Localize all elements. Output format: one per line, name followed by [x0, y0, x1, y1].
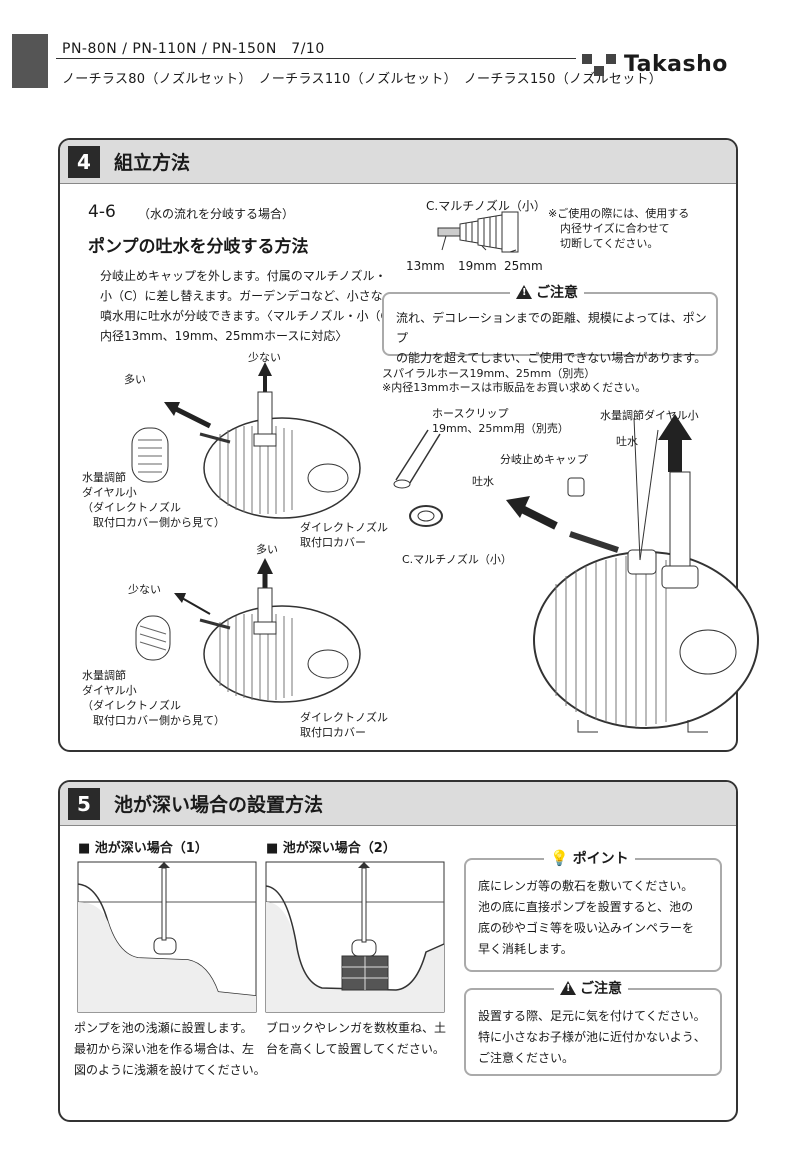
caution-box-assembly: ご注意 流れ、デコレーションまでの距離、規模によっては、ポンプ の能力を超えてし…	[382, 282, 718, 365]
cover-label-2: ダイレクトノズル 取付口カバー	[300, 711, 388, 739]
model-numbers: PN-80N / PN-110N / PN-150N 7/10	[62, 41, 325, 57]
point-text: 底にレンガ等の敷石を敷いてください。 池の底に直接ポンプを設置すると、池の 底の…	[478, 879, 695, 956]
case1-title: ■ 池が深い場合（1）	[78, 841, 208, 856]
subsection-id: 4-6	[88, 202, 116, 222]
branch-cap-label: 分岐止めキャップ	[500, 453, 588, 466]
case2-text: ブロックやレンガを数枚重ね、土 台を高くして設置してください。	[266, 1021, 447, 1056]
section-number: 5	[68, 788, 100, 820]
size-19: 19mm	[458, 259, 497, 273]
brand-logo: Takasho	[582, 52, 728, 77]
size-25: 25mm	[504, 259, 543, 273]
point-title: ポイント	[572, 851, 629, 867]
flow-more-label-2: 多い	[256, 543, 278, 556]
caution-title: ご注意	[536, 285, 578, 301]
pond-diagram-2	[265, 861, 445, 1013]
header-marker-block	[12, 34, 48, 88]
section-assembly: 4 組立方法 4-6 （水の流れを分岐する場合） ポンプの吐水を分岐する方法 分…	[58, 138, 759, 752]
spiral-hose-label: スパイラルホース19mm、25mm（別売）	[382, 367, 596, 380]
case2-title: ■ 池が深い場合（2）	[266, 841, 396, 856]
multi-nozzle-callout: C.マルチノズル（小）	[402, 553, 512, 566]
product-names: ノーチラス80（ノズルセット） ノーチラス110（ノズルセット） ノーチラス15…	[62, 72, 663, 87]
caution-text: 設置する際、足元に気を付けてください。 特に小さなお子様が池に近付かないよう、 …	[478, 1009, 706, 1065]
subsection-title: ポンプの吐水を分岐する方法	[88, 237, 309, 257]
size-13: 13mm	[406, 259, 445, 273]
flow-more-label: 多い	[124, 373, 146, 386]
dial-label: 水量調節 ダイヤル小 （ダイレクトノズル 取付口カバー側から見て）	[82, 471, 225, 529]
hose-clip-label: ホースクリップ 19mm、25mm用（別売）	[432, 407, 569, 435]
pump-diagram-lower	[135, 558, 361, 703]
section-header: 4 組立方法	[60, 140, 736, 184]
outflow-label-side: 吐水	[472, 475, 494, 488]
caution-box-deep-pond: ご注意 設置する際、足元に気を付けてください。 特に小さなお子様が池に近付かない…	[464, 978, 722, 1076]
section-title: 組立方法	[114, 152, 191, 174]
case1-text: ポンプを池の浅瀬に設置します。 最初から深い池を作る場合は、左 図のように浅瀬を…	[74, 1021, 266, 1077]
multi-nozzle-diagram	[437, 211, 519, 253]
subsection-note: （水の流れを分岐する場合）	[138, 207, 295, 221]
nozzle-label: C.マルチノズル（小）	[426, 199, 546, 213]
dial-label-2: 水量調節 ダイヤル小 （ダイレクトノズル 取付口カバー側から見て）	[82, 669, 225, 727]
flow-less-label: 少ない	[248, 351, 281, 364]
warning-icon	[516, 285, 532, 299]
pump-diagram-upper	[131, 362, 361, 519]
brand-name: Takasho	[624, 52, 728, 77]
outflow-label-up: 吐水	[616, 435, 638, 448]
section-title: 池が深い場合の設置方法	[114, 794, 324, 816]
header-divider	[56, 58, 576, 59]
instruction-text: 分岐止めキャップを外します。付属のマルチノズル・ 小（C）に差し替えます。ガーデ…	[100, 269, 401, 343]
section-header: 5 池が深い場合の設置方法	[60, 782, 736, 826]
cover-label: ダイレクトノズル 取付口カバー	[300, 521, 388, 549]
pond-diagram-1	[77, 861, 257, 1013]
flow-less-label-2: 少ない	[128, 583, 161, 596]
section-number: 4	[68, 146, 100, 178]
warning-icon	[560, 981, 576, 995]
caution-text: 流れ、デコレーションまでの距離、規模によっては、ポンプ の能力を超えてしまい、ご…	[396, 311, 707, 365]
section-deep-pond: 5 池が深い場合の設置方法 ■ 池が深い場合（1） ■ 池が深い場合（2） ポン…	[58, 780, 738, 1122]
caution-title: ご注意	[580, 981, 622, 997]
brand-mark-icon	[582, 53, 616, 76]
pump-branch-diagram	[393, 414, 759, 733]
point-box: 💡 ポイント 底にレンガ等の敷石を敷いてください。 池の底に直接ポンプを設置する…	[464, 848, 722, 972]
lightbulb-icon: 💡	[550, 849, 569, 867]
nozzle-note: ※ご使用の際には、使用する 内径サイズに合わせて 切断してください。	[548, 207, 690, 250]
spiral-hose-note: ※内径13mmホースは市販品をお買い求めください。	[382, 381, 647, 394]
